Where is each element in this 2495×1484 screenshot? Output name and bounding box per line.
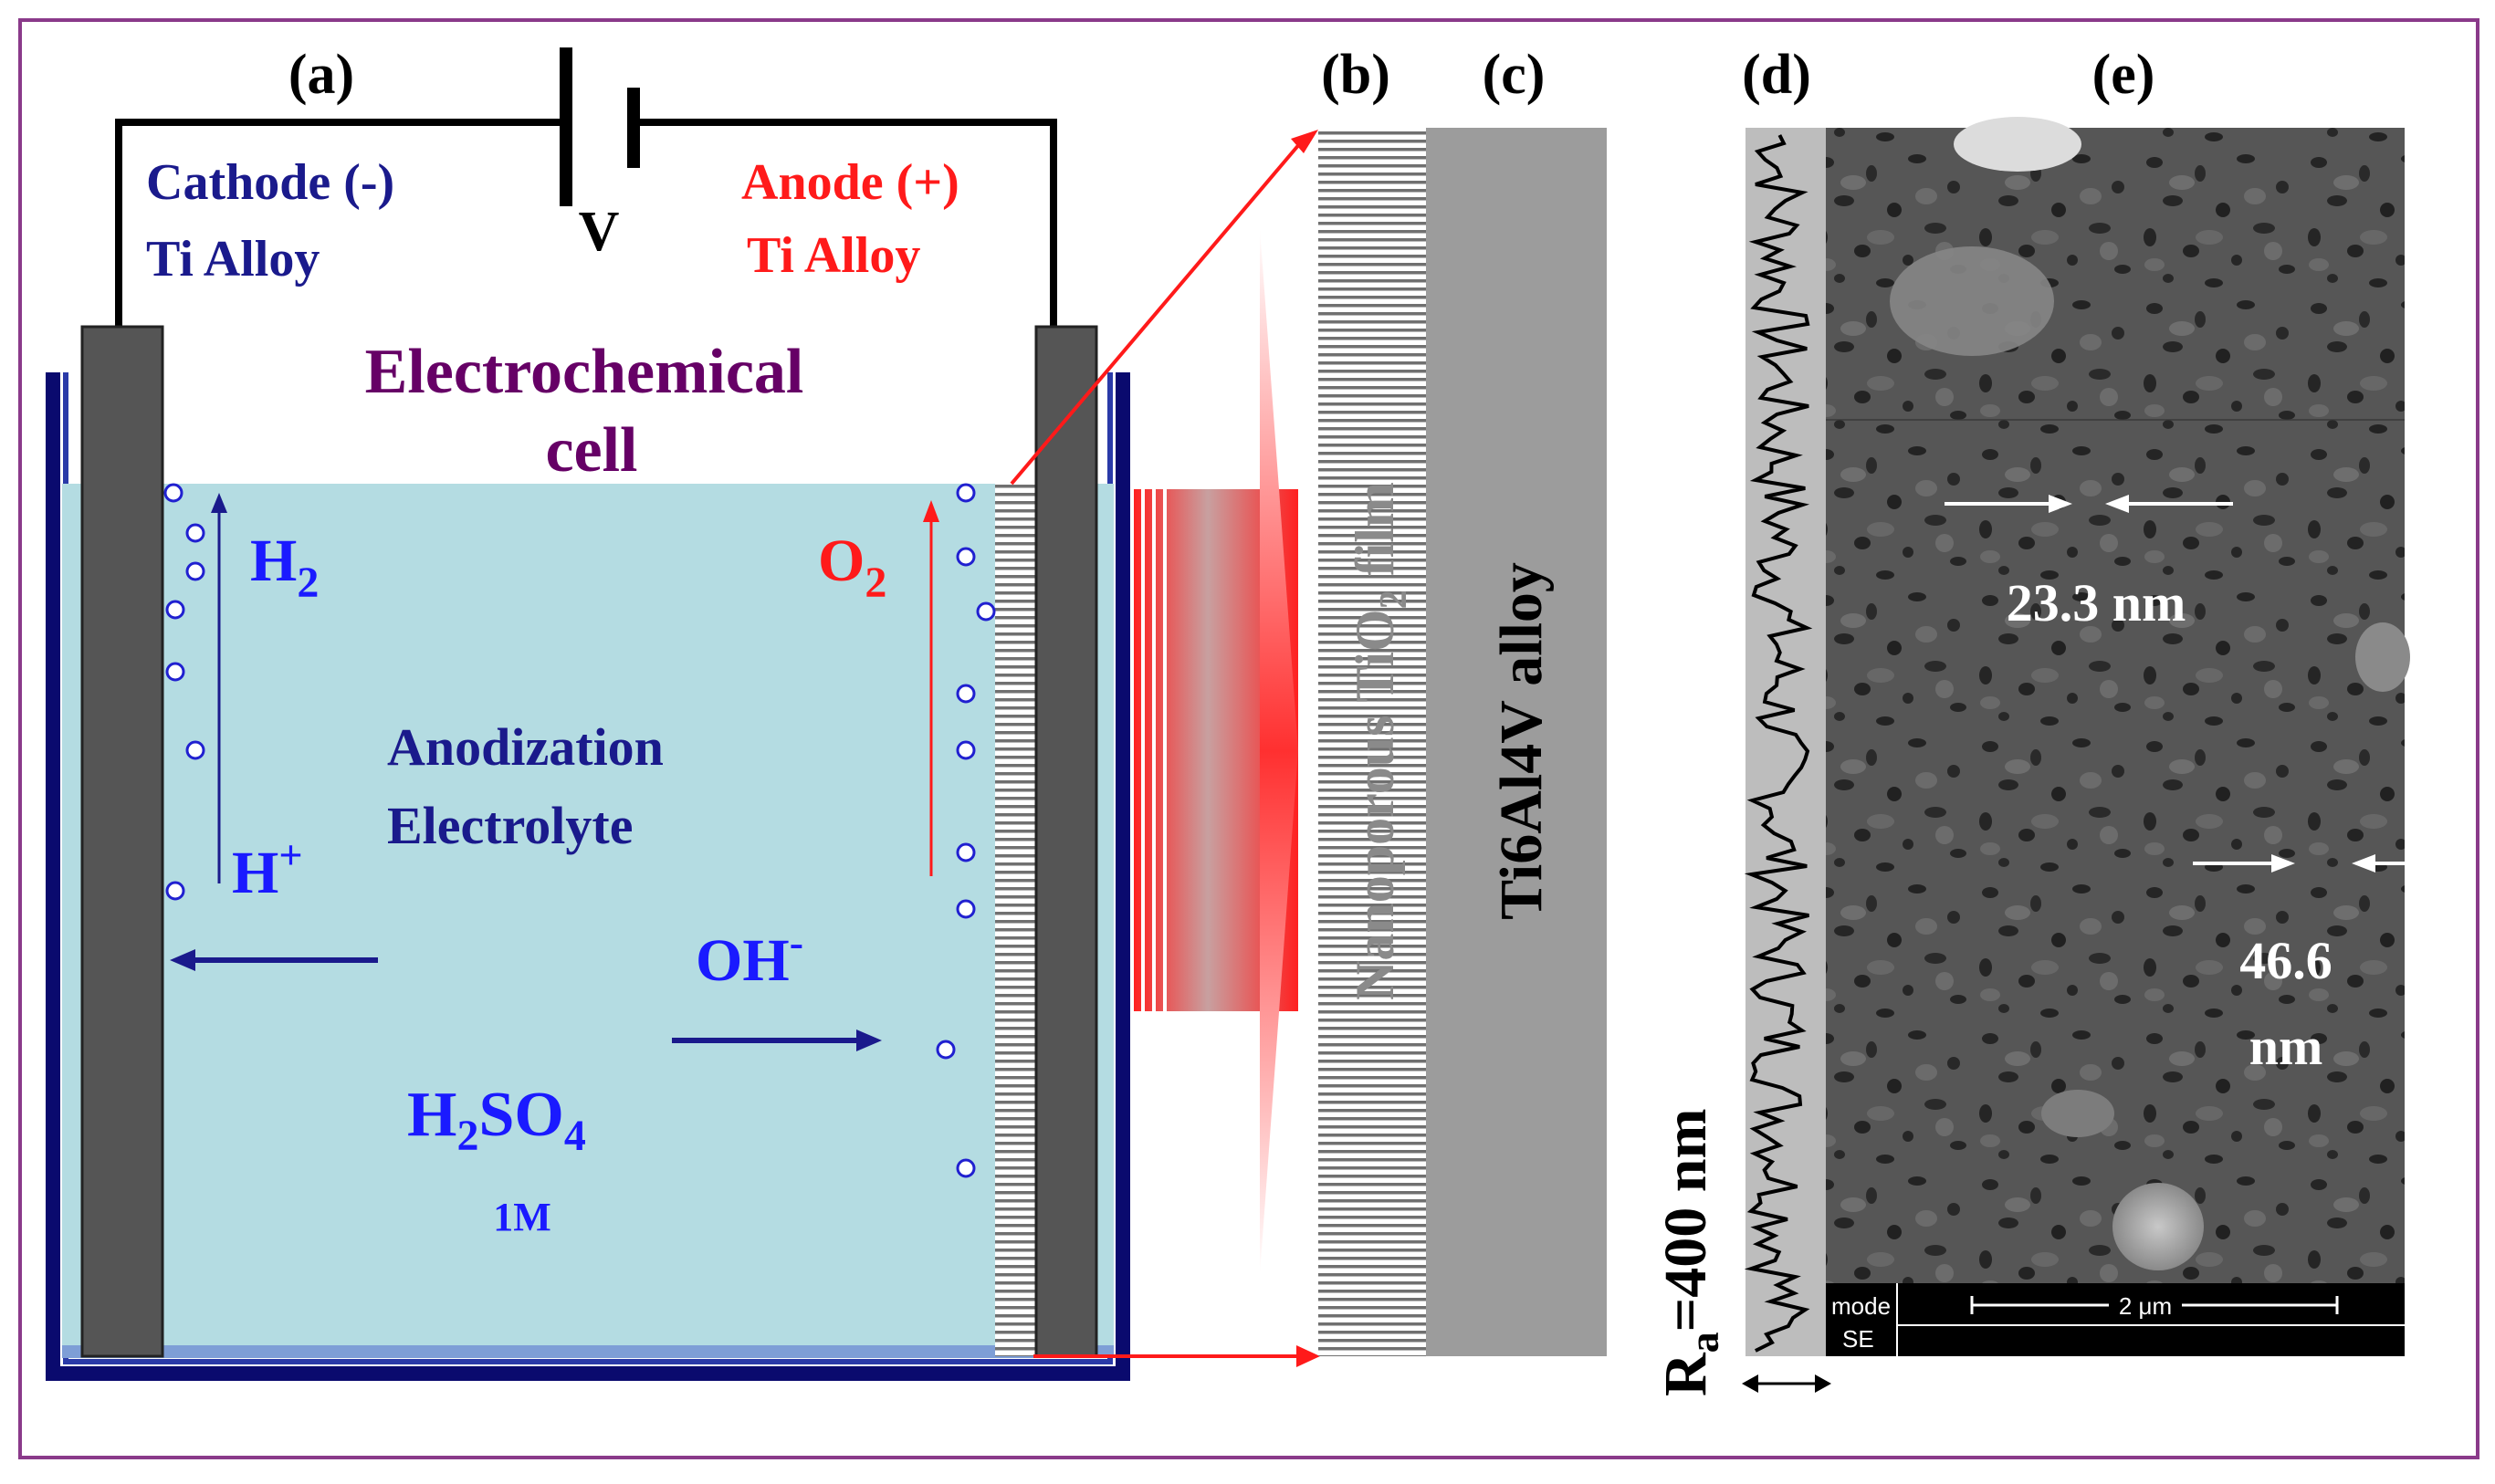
panel-label-a: (a)	[288, 44, 354, 106]
zoom-connectors	[1010, 130, 1320, 1367]
cell-title-line1: Electrochemical	[365, 337, 804, 407]
film-label-group: Nanoporous TiO2 film	[1345, 482, 1415, 1000]
cell-title-line2: cell	[545, 415, 637, 486]
h2-subscript: 2	[297, 559, 319, 607]
roughness-label-r: R	[1652, 1352, 1719, 1396]
sem-bright-particle-top	[1954, 117, 2081, 172]
o2-label: O2	[818, 528, 886, 607]
cell-container	[46, 372, 1130, 1381]
anode-electrode	[1034, 325, 1098, 1358]
pore-small-arrow-left-head	[2049, 495, 2072, 513]
acid-sub-2: 2	[456, 1112, 478, 1160]
film-label-main: Nanoporous TiO	[1345, 609, 1405, 1000]
h2-arrowhead	[211, 493, 227, 513]
electrolyte-line2: Electrolyte	[387, 796, 633, 855]
panel-d-roughness: (d) Ra=400 nm	[1652, 44, 1831, 1396]
roughness-scale-arrow-left	[1742, 1374, 1758, 1393]
acid-formula: H2SO4	[407, 1080, 586, 1160]
hplus-text: H	[232, 840, 278, 906]
acid-h: H	[407, 1080, 456, 1150]
acid-so: SO	[478, 1080, 563, 1150]
wire-right	[634, 119, 1057, 327]
pore-large-label-1: 46.6	[2239, 931, 2333, 990]
panel-label-e: (e)	[2092, 44, 2155, 106]
sem-mode-label: mode	[1831, 1292, 1891, 1320]
ohminus-label: OH-	[696, 919, 803, 994]
anode-title: Anode (+)	[741, 154, 959, 211]
roughness-label-sub: a	[1681, 1332, 1727, 1353]
cathode-bubbles	[163, 483, 205, 901]
substrate-label-group: Ti6Al4V alloy	[1488, 562, 1555, 920]
magnification-cone	[1260, 228, 1298, 1274]
electrolyte-bath	[62, 484, 1114, 1358]
hplus-arrowhead	[170, 949, 195, 971]
zoom-line-top	[1010, 135, 1307, 486]
panel-label-d: (d)	[1742, 44, 1811, 106]
film-label-suffix: film	[1345, 482, 1405, 590]
pore-large-label-2: nm	[2249, 1017, 2323, 1076]
anode-material: Ti Alloy	[747, 227, 920, 284]
anode-oxide-layer	[995, 484, 1039, 1356]
pore-small-arrow-right-head	[2105, 495, 2129, 513]
roughness-label-value: =400 nm	[1652, 1109, 1719, 1332]
roughness-profile-line	[1744, 134, 1813, 1353]
zoom-arrowhead-bottom	[1296, 1345, 1320, 1367]
ohminus-arrowhead	[856, 1029, 882, 1051]
sem-mode-value: SE	[1842, 1325, 1874, 1353]
bath-bottom	[62, 1345, 1114, 1358]
ohminus-text: OH	[696, 927, 790, 994]
sem-info-bar	[1826, 1283, 2405, 1356]
ohminus-superscript: -	[790, 919, 803, 966]
o2-text: O	[818, 528, 865, 594]
o2-subscript: 2	[865, 559, 886, 607]
panel-a-cell: (a) Cathode (-) Ti Alloy Anode (+) Ti Al…	[46, 44, 1130, 1381]
h2-label: H2	[250, 528, 319, 607]
panel-label-b: (b)	[1321, 44, 1390, 106]
ti-alloy-substrate	[1426, 128, 1607, 1356]
sem-edge-particle	[2355, 622, 2410, 692]
pore-large-arrow-right-head	[2352, 854, 2375, 873]
hplus-superscript: +	[278, 831, 302, 878]
roughness-label-group: Ra=400 nm	[1652, 1109, 1727, 1396]
sem-scalebar-label: 2 μm	[2119, 1292, 2172, 1320]
sem-grain	[1890, 246, 2054, 356]
pore-large-arrow-left-head	[2271, 854, 2295, 873]
acid-concentration: 1M	[493, 1195, 551, 1239]
hplus-label: H+	[232, 831, 303, 906]
nanoporous-film	[1318, 128, 1426, 1356]
film-label: Nanoporous TiO2 film	[1345, 482, 1415, 1000]
sem-round-particle	[2112, 1183, 2204, 1270]
panel-e-sem: (e) 23.3 nm 46.6 nm mode SE 2 μm	[1826, 44, 2410, 1356]
zoom-arrowhead-top	[1291, 130, 1318, 153]
film-label-subscript: 2	[1373, 590, 1415, 609]
cathode-electrode	[80, 325, 164, 1358]
pore-small-label: 23.3 nm	[2007, 573, 2186, 632]
panel-bc-cross-section: (b) (c) Nanoporous TiO2 film Ti6Al4V all…	[1318, 44, 1607, 1356]
cathode-title: Cathode (-)	[146, 154, 394, 211]
o2-arrowhead	[923, 500, 939, 522]
voltage-label: V	[579, 201, 620, 263]
anode-bubbles	[936, 483, 996, 1178]
panel-label-c: (c)	[1483, 44, 1546, 106]
electrolyte-line1: Anodization	[387, 717, 664, 777]
roughness-label: Ra=400 nm	[1652, 1109, 1727, 1396]
h2-text: H	[250, 528, 297, 594]
beam-stripes	[1141, 489, 1167, 1011]
acid-sub-4: 4	[564, 1112, 586, 1160]
roughness-scale-arrow-right	[1815, 1374, 1831, 1393]
sem-grain-2	[2041, 1090, 2114, 1137]
substrate-label: Ti6Al4V alloy	[1488, 562, 1555, 920]
cathode-material: Ti Alloy	[146, 231, 320, 287]
